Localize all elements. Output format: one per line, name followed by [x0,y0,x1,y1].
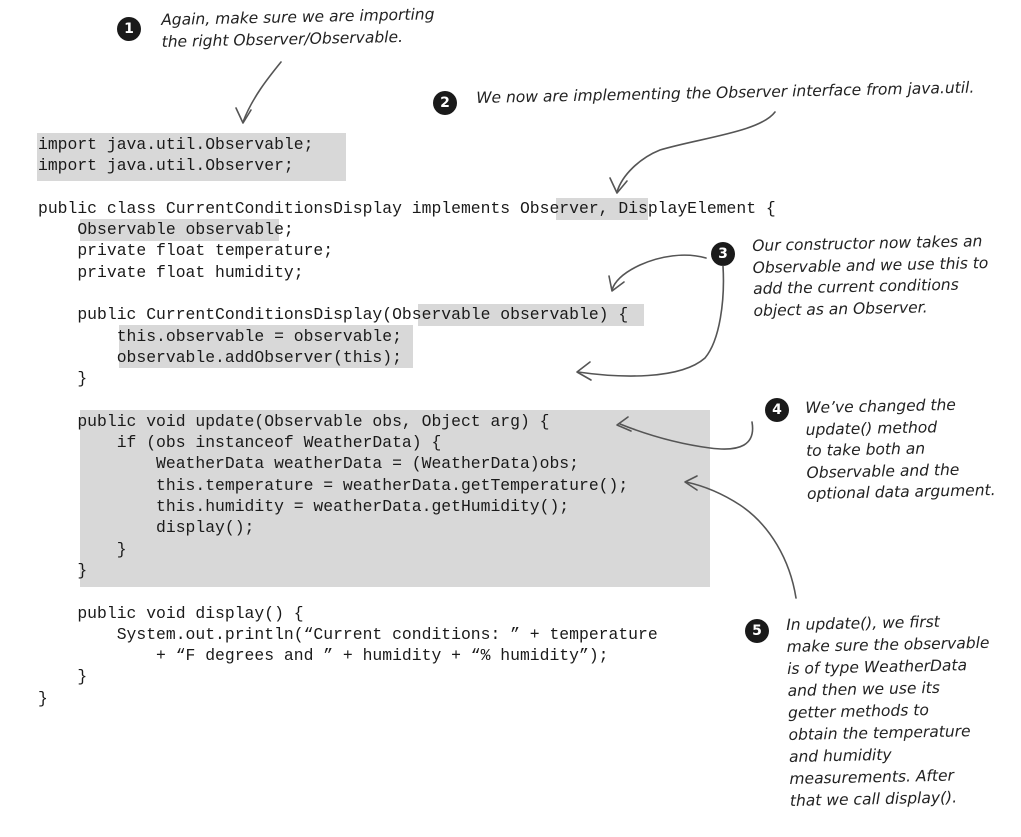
code-line: } [38,560,88,580]
code-line: } [38,369,88,389]
code-line: public void display() { [38,603,304,623]
code-line: public CurrentConditionsDisplay(Observab… [38,305,629,325]
highlight-observable-field [80,219,279,241]
code-line: } [38,667,88,687]
code-line: import java.util.Observable; [38,135,314,154]
annotation-2-line: We now are implementing the Observer int… [476,78,975,107]
code-line: + “F degrees and ” + humidity + “% humid… [38,646,609,666]
code-line: this.humidity = weatherData.getHumidity(… [38,497,570,517]
arrow-1-head [235,107,252,124]
code-listing: import java.util.Observable; import java.… [38,134,776,709]
code-line: Observable observable; [38,220,294,240]
annotation-5-line: that we call display(). [789,788,958,810]
code-line [38,390,776,411]
highlight-observer-word [556,198,648,220]
annotation-4-line: optional data argument. [806,481,996,503]
annotation-5-line: is of type WeatherData [786,656,968,678]
annotation-badge-2: 2 [433,91,457,115]
annotation-badge-1: 1 [117,17,141,41]
highlight-constructor-body [119,325,413,368]
annotation-5: In update(), we first make sure the obse… [786,610,993,812]
annotation-5-line: obtain the temperature [788,722,971,744]
code-line [38,177,776,198]
code-line: public class CurrentConditionsDisplay im… [38,198,776,218]
code-line: } [38,539,127,559]
annotation-badge-4: 4 [765,398,789,422]
code-line: display(); [38,518,255,538]
highlight-imports [37,133,346,181]
code-line: if (obs instanceof WeatherData) { [38,433,442,453]
code-line: private float temperature; [38,241,334,261]
annotation-2: We now are implementing the Observer int… [476,78,975,110]
annotation-1: Again, make sure we are importing the ri… [161,4,435,53]
code-line: } [38,688,48,708]
code-line: observable.addObserver(this); [38,347,402,367]
annotation-4: We’ve changed the update() method to tak… [805,394,996,505]
annotation-3: Our constructor now takes an Observable … [752,231,989,322]
code-line: this.observable = observable; [38,326,402,346]
code-line: import java.util.Observer; [38,156,294,176]
arrow-1 [242,61,282,123]
annotation-3-line: object as an Observer. [753,297,928,320]
code-line: private float humidity; [38,262,304,282]
annotation-badge-3: 3 [711,242,735,266]
code-line: System.out.println(“Current conditions: … [38,624,658,644]
code-line: public void update(Observable obs, Objec… [38,411,550,431]
code-line: this.temperature = weatherData.getTemper… [38,475,629,495]
highlight-update-method [80,410,710,587]
code-line: WeatherData weatherData = (WeatherData)o… [38,454,579,474]
code-line [38,581,776,602]
code-line [38,283,776,304]
annotation-badge-5: 5 [745,619,769,643]
